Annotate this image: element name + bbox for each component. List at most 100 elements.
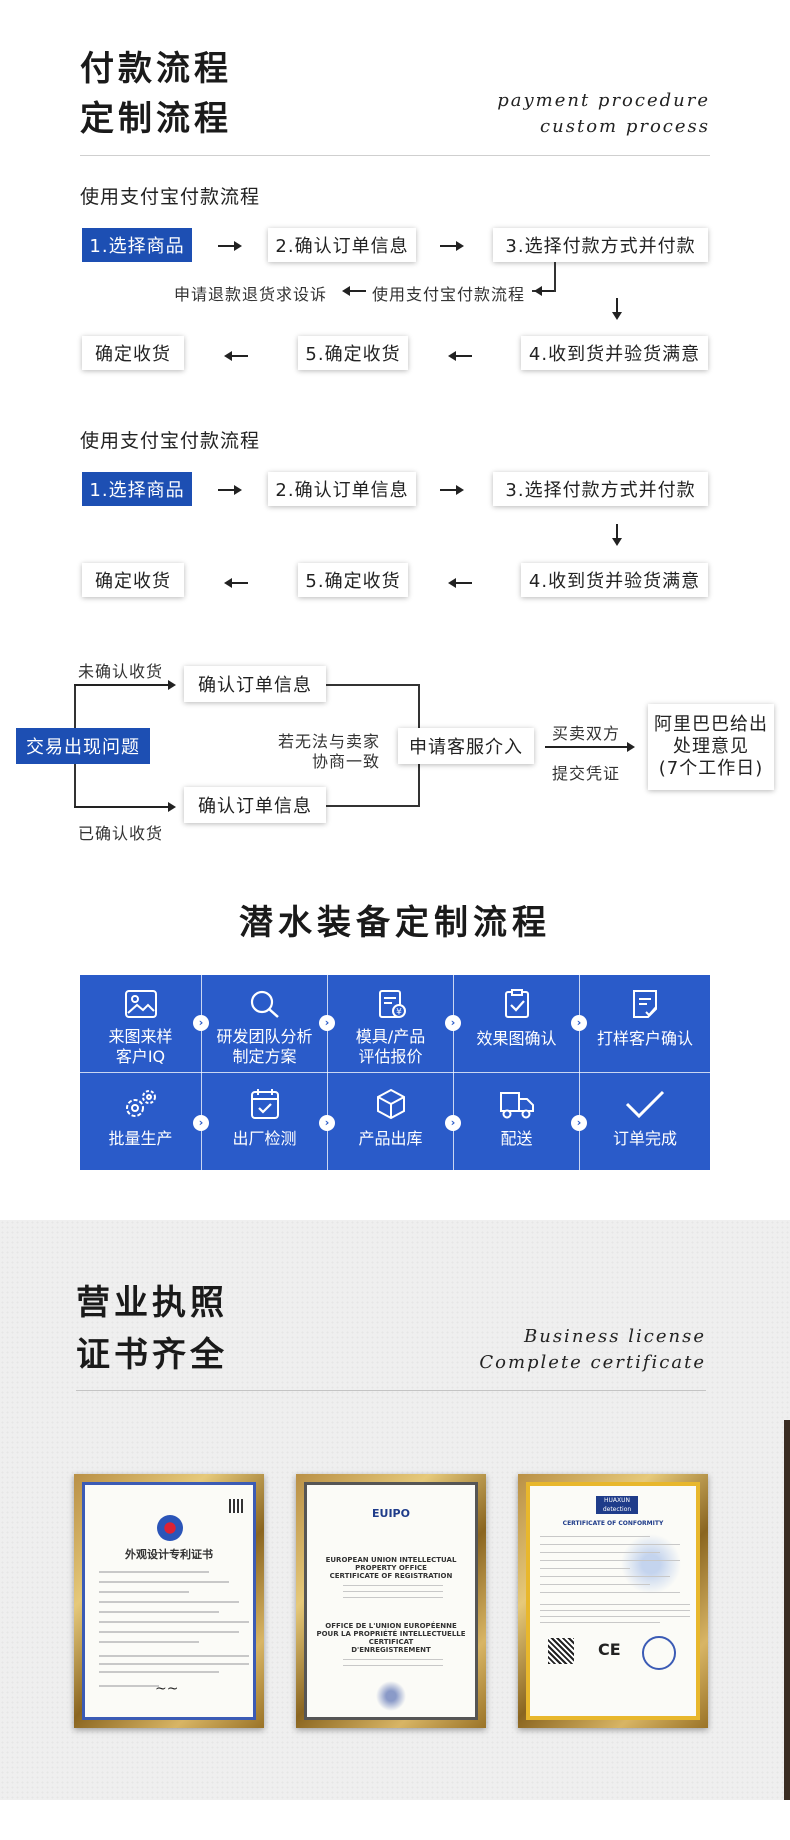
arrow-right [218,241,242,251]
eu-map [371,1681,411,1711]
divider [76,1390,706,1391]
arrow-down [612,298,622,320]
custom-step-5: 打样客户确认 [580,989,710,1049]
flow-a-step-select-product: 1.选择商品 [82,228,192,262]
connector [326,684,420,686]
flow-b-step-done: 确定收货 [82,563,184,597]
connector [326,805,420,807]
alibaba-line1: 阿里巴巴给出 [654,714,768,735]
certificate-euipo: EUIPO EUROPEAN UNION INTELLECTUAL PROPER… [296,1474,486,1728]
custom-step-8: 产品出库 [328,1087,453,1149]
refund-note: 申请退款退货求设诉 [174,285,328,304]
custom-step-7: 出厂检测 [202,1087,327,1149]
custom-step-3: ¥ 模具/产品 评估报价 [328,989,453,1067]
chevron-right-icon: › [445,1015,461,1031]
flow-a-step-receive: 5.确定收货 [298,336,408,370]
gears-icon [125,1090,156,1117]
submit-proof: 提交凭证 [552,764,621,783]
custom-flow-title: 潜水装备定制流程 [239,903,551,943]
chevron-right-icon: › [571,1115,587,1131]
box-icon [376,1088,405,1120]
unconfirmed-label: 未确认收货 [78,662,164,681]
flow-b-step-select-product: 1.选择商品 [82,472,192,506]
connector [74,764,76,807]
certificate-patent: 外观设计专利证书 ~~ [74,1474,264,1728]
chevron-right-icon: › [193,1115,209,1131]
arrow-left [224,578,248,588]
certs-en-1: Business license [524,1326,706,1347]
chevron-right-icon: › [445,1115,461,1131]
chevron-right-icon: › [193,1015,209,1031]
custom-step-6: 批量生产 [80,1087,201,1149]
custom-flow-grid: 来图来样 客户IQ 研发团队分析 制定方案 ¥ 模具/产品 评估报价 效果图确认… [80,975,710,1170]
flow-a-step-confirm-order: 2.确认订单信息 [268,228,416,262]
arrow-left [342,286,366,296]
flow-b-step-payment: 3.选择付款方式并付款 [493,472,708,506]
flow-a-step-payment: 3.选择付款方式并付款 [493,228,708,262]
alibaba-line3: (7个工作日) [658,758,764,779]
calendar-check-icon [250,1089,279,1119]
arrow-left [224,351,248,361]
page-title-payment: 付款流程 [80,49,232,89]
arrow-right [218,485,242,495]
english-subtitle-2: custom process [540,116,710,137]
custom-step-4: 效果图确认 [454,989,579,1049]
arrow-right [74,802,176,812]
arrow-right [440,485,464,495]
ce-mark: CE [598,1640,621,1659]
seal-icon [642,1636,676,1670]
image-icon [124,990,157,1018]
apply-service: 申请客服介入 [398,728,534,764]
confirmed-label: 已确认收货 [78,824,164,843]
certificate-ce: HUAXUN detection CERTIFICATE OF CONFORMI… [518,1474,708,1728]
huaxun-logo: HUAXUN detection [596,1496,638,1514]
custom-step-1: 来图来样 客户IQ [80,989,201,1067]
chevron-right-icon: › [319,1015,335,1031]
negotiate-line2: 协商一致 [311,752,380,771]
qr-code [548,1638,574,1664]
negotiate-line1: 若无法与卖家 [277,732,380,751]
chevron-right-icon: › [571,1015,587,1031]
arrow-down [612,524,622,546]
flow-b-step-inspect: 4.收到货并验货满意 [521,563,708,597]
dispute-confirm-bottom: 确认订单信息 [184,787,326,823]
euipo-logo: EUIPO [372,1507,410,1520]
arrow-left [448,351,472,361]
alipay-note: 使用支付宝付款流程 [372,285,526,304]
document-check-icon [633,990,657,1018]
arrow-right [545,742,635,752]
connector [554,262,556,292]
decor-bar [784,1420,790,1800]
certs-title-2: 证书齐全 [76,1335,228,1375]
english-subtitle-1: payment procedure [497,90,710,111]
truck-icon [499,1092,534,1119]
page-title-custom: 定制流程 [80,99,232,139]
flow-a-step-done: 确定收货 [82,336,184,370]
custom-step-9: 配送 [454,1087,579,1149]
search-icon [250,990,279,1018]
connector [74,685,76,728]
flow-b-step-receive: 5.确定收货 [298,563,408,597]
alibaba-line2: 处理意见 [673,736,749,757]
checkmark-icon [625,1090,665,1119]
certs-en-2: Complete certificate [479,1352,706,1373]
arrow-right [440,241,464,251]
flow-a-subtitle: 使用支付宝付款流程 [80,186,261,208]
flow-a-step-inspect: 4.收到货并验货满意 [521,336,708,370]
clipboard-check-icon [504,989,529,1018]
arrow-right [74,680,176,690]
alibaba-decision: 阿里巴巴给出 处理意见 (7个工作日) [648,704,774,790]
svg-text:¥: ¥ [396,1008,402,1018]
world-map [616,1534,686,1594]
both-parties: 买卖双方 [552,724,621,743]
flow-b-step-confirm-order: 2.确认订单信息 [268,472,416,506]
custom-step-2: 研发团队分析 制定方案 [202,989,327,1067]
qr-code [229,1499,243,1513]
dispute-confirm-top: 确认订单信息 [184,666,326,702]
custom-step-10: 订单完成 [580,1087,710,1149]
arrow-left [448,578,472,588]
chevron-right-icon: › [319,1115,335,1131]
divider [80,155,710,156]
dispute-issue: 交易出现问题 [16,728,150,764]
quote-icon: ¥ [378,990,406,1018]
